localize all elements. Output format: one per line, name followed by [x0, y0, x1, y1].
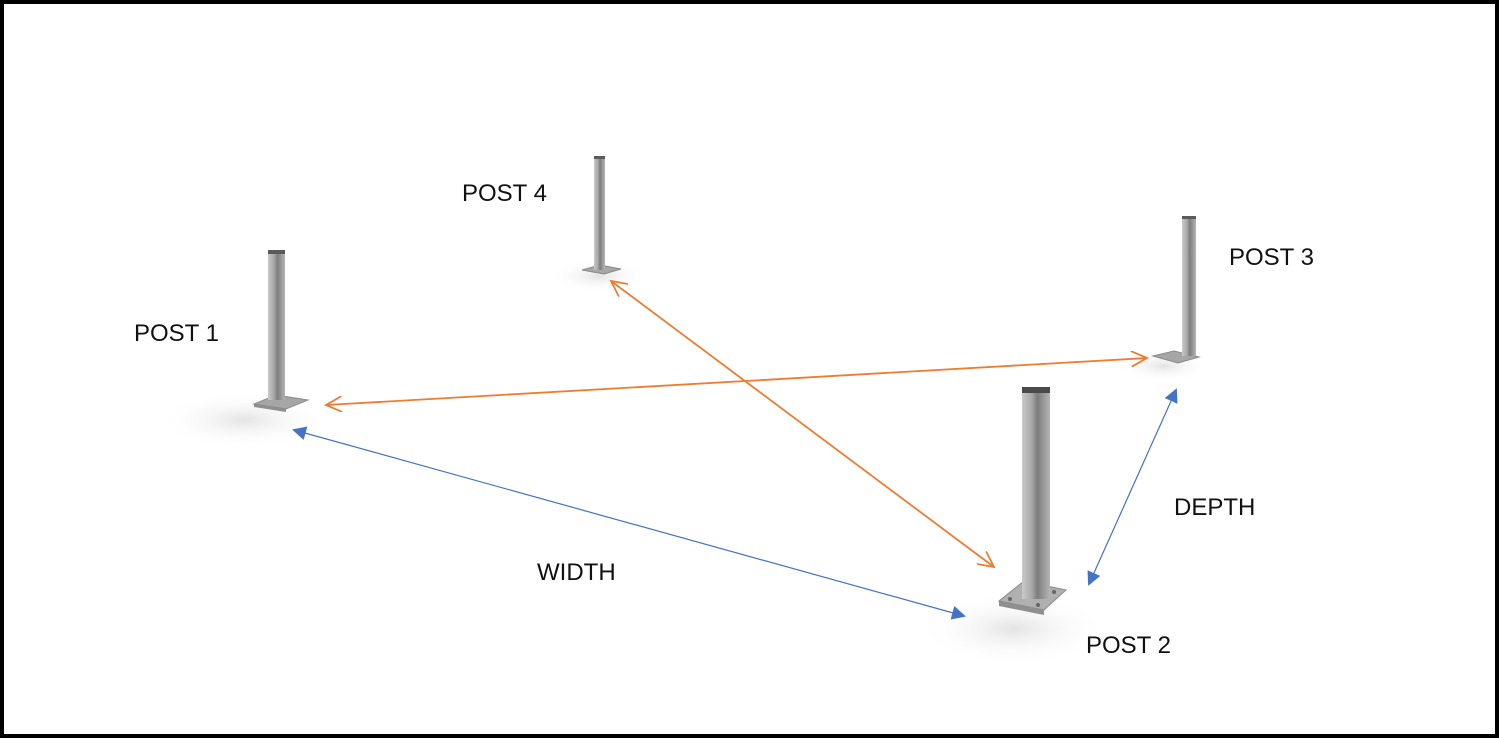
post-2-label: POST 2: [1086, 632, 1171, 659]
post-1-icon: [252, 250, 310, 412]
post-4-icon: [581, 156, 622, 275]
post-1-label: POST 1: [134, 320, 219, 347]
post-3-label: POST 3: [1229, 244, 1314, 271]
post-3-icon: [1151, 216, 1201, 364]
post-2-shadow: [919, 593, 1109, 665]
width-arrow: [292, 426, 966, 620]
depth-arrow: [1087, 388, 1178, 586]
post-layout-diagram: [159, 156, 1209, 665]
post-4-label: POST 4: [462, 180, 547, 207]
width-label: WIDTH: [537, 559, 616, 586]
post-2-icon: [997, 387, 1068, 615]
diagonal-arrow-post4-post2: [611, 281, 994, 567]
depth-label: DEPTH: [1174, 494, 1256, 521]
